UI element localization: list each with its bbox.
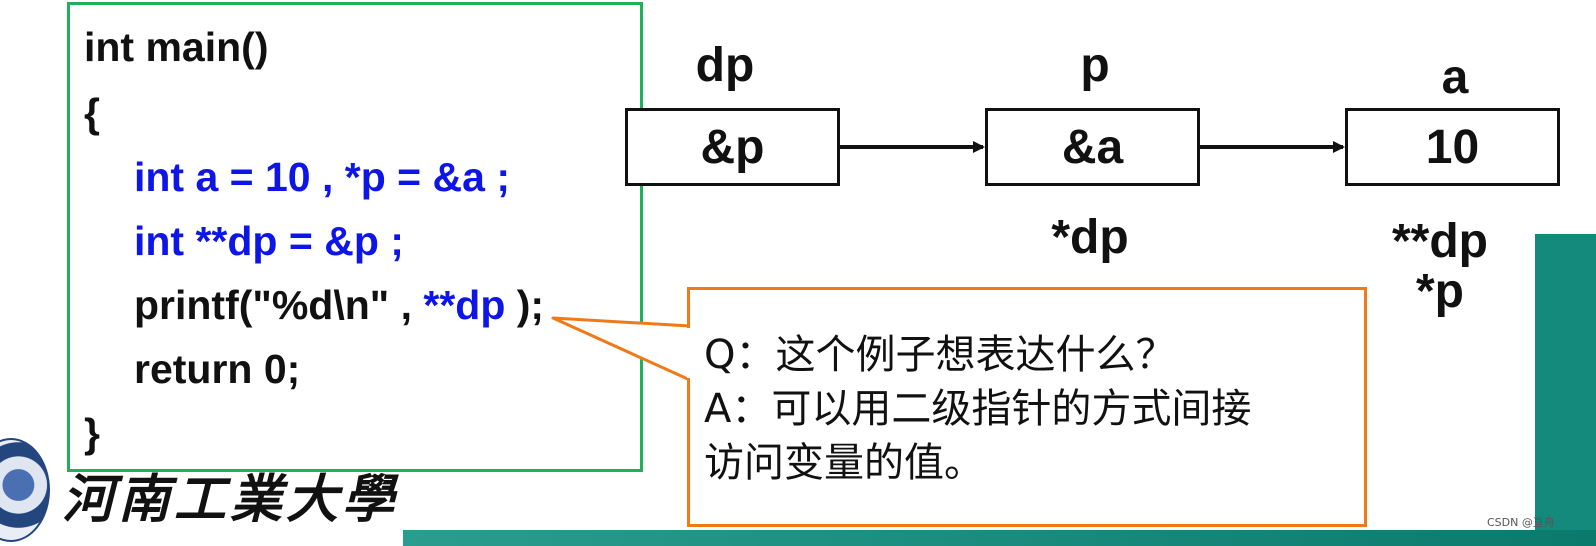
- printf-suffix: );: [505, 282, 545, 328]
- code-line-main: int main(): [84, 24, 269, 70]
- callout-answer-line1: A：可以用二级指针的方式间接: [704, 386, 1252, 432]
- code-panel: int main() { int a = 10 , *p = &a ; int …: [67, 2, 643, 472]
- code-line-declare-dp: int **dp = &p ;: [134, 218, 404, 264]
- callout-answer-line2: 访问变量的值。: [704, 440, 984, 486]
- printf-dp-arg: **dp: [423, 282, 506, 328]
- callout-pointer-joint: [687, 328, 693, 378]
- code-line-printf: printf("%d\n" , **dp );: [134, 281, 544, 329]
- cell-p: &a: [985, 108, 1200, 186]
- cell-a: 10: [1345, 108, 1560, 186]
- code-line-open-brace: {: [84, 90, 100, 136]
- label-dp: dp: [695, 39, 755, 92]
- label-a: a: [1441, 51, 1469, 104]
- teal-side-decoration: [1535, 234, 1596, 546]
- qa-callout: Q：这个例子想表达什么？ A：可以用二级指针的方式间接 访问变量的值。: [687, 287, 1367, 527]
- csdn-watermark: CSDN @亘舟: [1487, 516, 1555, 529]
- cell-dp: &p: [625, 108, 840, 186]
- university-name: 河南工業大學: [62, 469, 399, 530]
- callout-pointer: [551, 316, 692, 382]
- deref-double-dp-label: **dp: [1392, 215, 1488, 268]
- printf-prefix: printf("%d\n" ,: [134, 282, 424, 328]
- code-line-close-brace: }: [84, 410, 100, 456]
- teal-bottom-bar: [403, 530, 1596, 546]
- callout-question: Q：这个例子想表达什么？: [704, 332, 1176, 378]
- label-p: p: [1080, 39, 1110, 92]
- code-line-declare-a-p: int a = 10 , *p = &a ;: [134, 154, 510, 200]
- deref-dp-label: *dp: [1051, 211, 1129, 264]
- deref-p-label: *p: [1416, 265, 1464, 318]
- code-line-return: return 0;: [134, 346, 301, 392]
